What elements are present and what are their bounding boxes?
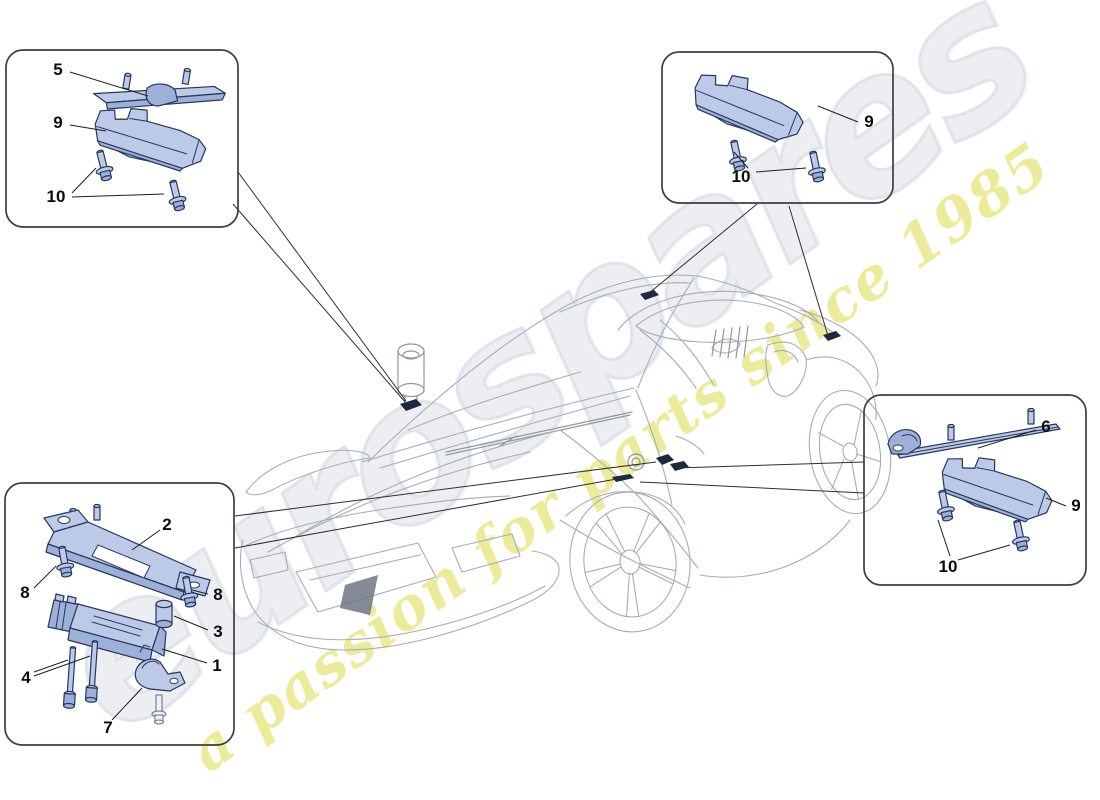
rear-wheel <box>808 389 892 515</box>
fixing-bolt-part-10 <box>90 147 116 183</box>
part-label-9[interactable]: 9 <box>1071 496 1080 515</box>
callout-box-top-right <box>661 51 894 204</box>
clamp-part-7 <box>134 658 186 725</box>
fixing-bolt-part-10 <box>163 177 189 213</box>
part-label-6[interactable]: 6 <box>1041 417 1050 436</box>
car-illustration <box>239 274 892 651</box>
leader-lines <box>232 171 865 549</box>
part-label-2[interactable]: 2 <box>162 515 171 534</box>
sensor-housing-part-9 <box>89 101 211 176</box>
callout-box-right <box>863 394 1087 586</box>
right-box-parts <box>887 407 1061 553</box>
bottom-left-box-parts <box>43 503 211 725</box>
long-bolt-part-4 <box>84 639 102 704</box>
sensor-housing-part-9 <box>686 66 811 148</box>
top-left-box-parts <box>89 67 226 213</box>
part-label-9[interactable]: 9 <box>864 112 873 131</box>
part-label-7[interactable]: 7 <box>103 718 112 737</box>
antenna-rod-bracket-part-6 <box>887 407 1061 459</box>
part-label-1[interactable]: 1 <box>212 656 221 675</box>
part-label-10[interactable]: 10 <box>732 167 751 186</box>
part-label-8[interactable]: 8 <box>213 585 222 604</box>
mounting-bracket-part-2 <box>43 503 211 601</box>
part-label-10[interactable]: 10 <box>939 557 958 576</box>
part-label-5[interactable]: 5 <box>53 60 62 79</box>
front-wheel <box>569 491 691 633</box>
long-bolt-part-4 <box>62 645 80 710</box>
spacer-part-3 <box>155 599 173 629</box>
part-label-4[interactable]: 4 <box>21 668 31 687</box>
fixing-bolt-part-10 <box>1007 518 1032 553</box>
part-label-10[interactable]: 10 <box>47 187 66 206</box>
part-label-3[interactable]: 3 <box>213 622 222 641</box>
sensor-housing-part-9 <box>935 449 1059 527</box>
part-label-9[interactable]: 9 <box>53 113 62 132</box>
antenna-bracket-part-5 <box>93 67 226 110</box>
part-number-labels: 5 9 10 9 10 2 8 8 3 1 4 7 6 9 10 <box>20 60 1080 737</box>
part-label-8[interactable]: 8 <box>20 583 29 602</box>
top-right-box-parts <box>686 66 828 184</box>
label-pointer-lines <box>33 71 1067 721</box>
tpms-control-unit-part-1 <box>47 593 167 663</box>
callout-box-top-left <box>5 49 239 228</box>
callout-box-bottom-left <box>4 482 235 746</box>
fixing-bolt-part-10 <box>803 149 828 184</box>
sensor-location-markers <box>400 290 841 482</box>
